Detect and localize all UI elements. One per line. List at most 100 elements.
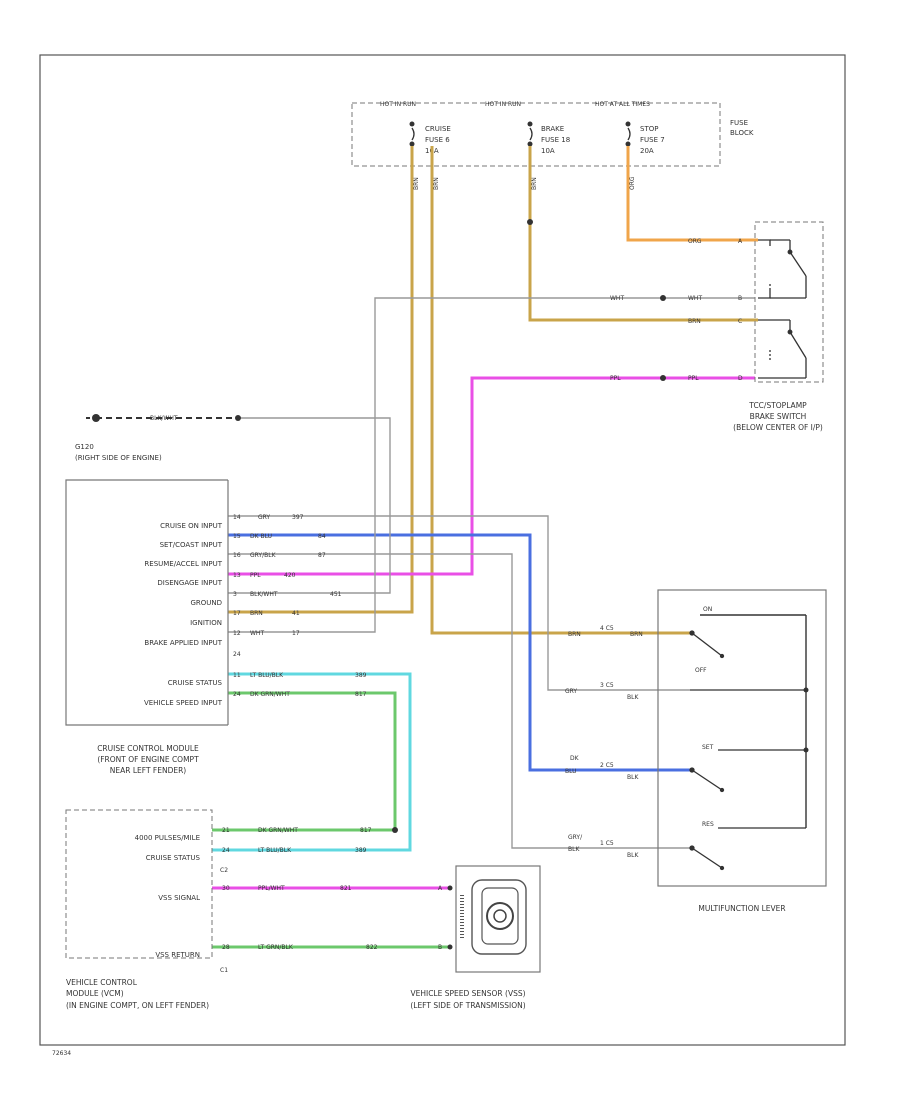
ccm-caption-2: (FRONT OF ENGINE COMPT: [97, 755, 199, 764]
fuse-symbol-icon: [627, 127, 631, 141]
switch-contact-icon: [758, 239, 807, 299]
brake-switch: ORG WHT WHT BRN PPL PPL A B C D: [610, 221, 824, 432]
mfl-set-label: SET: [702, 744, 714, 751]
pin-number: 15: [233, 533, 241, 540]
pin-label: B: [738, 295, 742, 302]
wire-label-wht: WHT: [688, 295, 702, 302]
ccm-pin-labels: 14 GRY 397 15 DK BLU 84 16 GRY/BLK 87 13…: [233, 514, 367, 698]
connector-label: C2: [220, 867, 228, 874]
pin-label: C: [738, 318, 742, 325]
pin-label: 4 C5: [600, 625, 614, 632]
switch-contact-icon: [689, 630, 725, 659]
fuse-rating: 20A: [640, 147, 654, 155]
multifunction-lever: ON OFF SET RES BRN 4 C5 BRN GRY: [565, 589, 827, 913]
wire-wht-brake-applied: [228, 297, 755, 633]
wire-color: BRN: [568, 631, 581, 638]
pin-label: D: [738, 375, 743, 382]
vehicle-speed-sensor: A B VEHICLE SPEED SENSOR (VSS) (LEFT SID…: [410, 865, 541, 1010]
wire-color: GRY/BLK: [250, 552, 277, 559]
hot-in-run-bulb-label: HOT IN RUN: [485, 101, 521, 108]
ccm-input-label: BRAKE APPLIED INPUT: [144, 639, 222, 647]
vcm-label: VSS RETURN: [155, 951, 200, 959]
circuit-number: 17: [292, 630, 300, 637]
vcm-caption-1: VEHICLE CONTROL: [66, 978, 138, 987]
switch-contact-icon: [758, 319, 807, 379]
pin-number: 13: [233, 572, 241, 579]
wire-color: BLK: [627, 852, 639, 859]
wire-label-brn: BRN: [433, 177, 440, 190]
wires: [212, 146, 758, 949]
pin-number: 14: [233, 514, 241, 521]
circuit-number: 822: [366, 944, 378, 951]
hot-in-run-label: HOT IN RUN: [380, 101, 416, 108]
vss-caption-2: (LEFT SIDE OF TRANSMISSION): [410, 1001, 525, 1010]
wire-color: WHT: [250, 630, 264, 637]
mfl-off-label: OFF: [695, 667, 707, 674]
cruise-control-module: CRUISE ON INPUT SET/COAST INPUT RESUME/A…: [65, 479, 367, 775]
wire-org-stop: [626, 146, 758, 242]
ccm-output-label: VEHICLE SPEED INPUT: [144, 699, 223, 707]
wire-blkwht-ground: [228, 417, 391, 594]
ccm-caption-3: NEAR LEFT FENDER): [110, 766, 187, 775]
fuse-cruise: CRUISE FUSE 6 10A: [409, 121, 451, 155]
vcm-label: VSS SIGNAL: [158, 894, 200, 902]
switch-contact-icon: [689, 767, 725, 793]
switch-contact-icon: [689, 845, 725, 871]
fuse-name: STOP: [640, 125, 658, 133]
diagram-border: [39, 54, 846, 1046]
wire-color: DK GRN/WHT: [250, 691, 290, 698]
hot-at-all-times-label: HOT AT ALL TIMES: [595, 101, 650, 108]
wire-color: PPL/WHT: [258, 885, 285, 892]
fuse-number: FUSE 18: [541, 136, 570, 144]
brake-switch-outline: [754, 221, 824, 383]
ccm-input-label: RESUME/ACCEL INPUT: [144, 560, 222, 568]
wire-color: BLK: [568, 846, 580, 853]
vcm-caption-3: (IN ENGINE COMPT, ON LEFT FENDER): [66, 1001, 209, 1010]
mfl-caption: MULTIFUNCTION LEVER: [698, 904, 785, 913]
circuit-number: 87: [318, 552, 326, 559]
vcm-label: CRUISE STATUS: [146, 854, 201, 862]
circuit-number: 389: [355, 847, 367, 854]
wire-gry-cruise-on: [228, 515, 690, 691]
pin-number: 28: [222, 944, 230, 951]
splice-points: [235, 219, 666, 833]
wire-brn-brake: [528, 146, 758, 322]
wire-color: BLU: [565, 768, 577, 775]
circuit-number: 451: [330, 591, 342, 598]
fuse-name: BRAKE: [541, 125, 564, 133]
wire-color: DK GRN/WHT: [258, 827, 298, 834]
ccm-input-label: DISENGAGE INPUT: [157, 579, 222, 587]
pin-number: 30: [222, 885, 230, 892]
wire-label-ppl: PPL: [610, 375, 621, 382]
wire-color: LT GRN/BLK: [258, 944, 294, 951]
pin-number: 17: [233, 610, 241, 617]
wire-dkgrn-speed: [212, 691, 397, 832]
vss-outline: [455, 865, 541, 973]
wire-label-brn: BRN: [413, 177, 420, 190]
circuit-number: 420: [284, 572, 296, 579]
ccm-input-label: IGNITION: [190, 619, 222, 627]
mfl-res-label: RES: [702, 821, 714, 828]
pin-number: 3: [233, 591, 237, 598]
fuse-rating: 10A: [541, 147, 555, 155]
wire-color: LT BLU/BLK: [258, 847, 292, 854]
brake-switch-caption-2: BRAKE SWITCH: [750, 412, 807, 421]
wire-dkblu-set: [228, 533, 690, 772]
wire-color: GRY: [565, 688, 577, 695]
wire-color: BLK: [627, 694, 639, 701]
pin-label: 3 C5: [600, 682, 614, 689]
fuse-stop: STOP FUSE 7 20A: [625, 121, 665, 155]
circuit-number: 389: [355, 672, 367, 679]
pin-label: A: [438, 885, 443, 892]
ccm-outline: [65, 479, 228, 726]
fuse-number: FUSE 7: [640, 136, 665, 144]
vss-sensor-icon: [486, 902, 514, 930]
wire-label-brn: BRN: [688, 318, 701, 325]
wire-label-wht: WHT: [610, 295, 624, 302]
vehicle-control-module: 4000 PULSES/MILE CRUISE STATUS VSS SIGNA…: [65, 809, 378, 1010]
fuse-symbol-icon: [411, 127, 415, 141]
wire-color: BRN: [630, 631, 643, 638]
fuse-block-title-2: BLOCK: [730, 129, 754, 137]
ccm-input-label: SET/COAST INPUT: [160, 541, 223, 549]
wire-color: GRY/: [568, 834, 583, 841]
